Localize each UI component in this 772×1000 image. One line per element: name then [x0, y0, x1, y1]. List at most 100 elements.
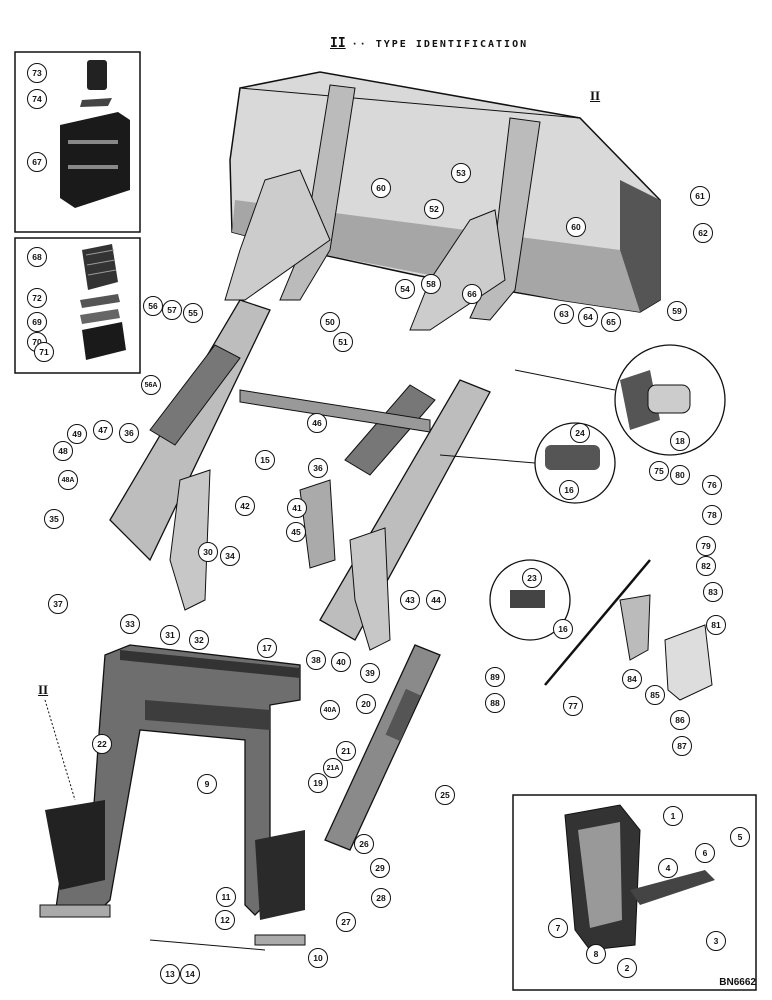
callout-87: 87 [672, 736, 692, 756]
callout-13: 13 [160, 964, 180, 984]
callout-38: 38 [306, 650, 326, 670]
callout-29: 29 [370, 858, 390, 878]
callout-4: 4 [658, 858, 678, 878]
callout-36: 36 [119, 423, 139, 443]
callout-54: 54 [395, 279, 415, 299]
callout-41: 41 [287, 498, 307, 518]
sleeve-part [87, 60, 107, 90]
inset-box-top [14, 51, 141, 233]
callout-50: 50 [320, 312, 340, 332]
callout-62: 62 [693, 223, 713, 243]
callout-3: 3 [706, 931, 726, 951]
callout-30: 30 [198, 542, 218, 562]
section-mark-left: II [38, 682, 49, 697]
callout-5: 5 [730, 827, 750, 847]
callout-43: 43 [400, 590, 420, 610]
callout-89: 89 [485, 667, 505, 687]
tank-part [60, 112, 130, 208]
tilt-cylinder-right [344, 384, 436, 476]
callout-60: 60 [371, 178, 391, 198]
callout-66: 66 [462, 284, 482, 304]
callout-26: 26 [354, 834, 374, 854]
callout-23: 23 [522, 568, 542, 588]
control-guard [664, 624, 713, 701]
callout-68: 68 [27, 247, 47, 267]
callout-7: 7 [548, 918, 568, 938]
callout-63: 63 [554, 304, 574, 324]
callout-31: 31 [160, 625, 180, 645]
callout-36: 36 [308, 458, 328, 478]
filter-base [82, 322, 126, 360]
callout-39: 39 [360, 663, 380, 683]
callout-24: 24 [570, 423, 590, 443]
callout-6: 6 [695, 843, 715, 863]
callout-60: 60 [566, 217, 586, 237]
callout-80: 80 [670, 465, 690, 485]
callout-55: 55 [183, 303, 203, 323]
seat-bracket [630, 870, 715, 905]
callout-32: 32 [189, 630, 209, 650]
mounting-bracket-right [255, 830, 305, 920]
callout-73: 73 [27, 63, 47, 83]
control-rod [544, 559, 651, 686]
callout-81: 81 [706, 615, 726, 635]
callout-33: 33 [120, 614, 140, 634]
tilt-cylinder-left [149, 344, 241, 446]
callout-47: 47 [93, 420, 113, 440]
callout-65: 65 [601, 312, 621, 332]
callout-88: 88 [485, 693, 505, 713]
callout-40a: 40A [320, 700, 340, 720]
callout-21a: 21A [323, 758, 343, 778]
header-roman: II [330, 36, 346, 51]
callout-1: 1 [663, 806, 683, 826]
plate-part [80, 98, 112, 107]
callout-71: 71 [34, 342, 54, 362]
callout-49: 49 [67, 424, 87, 444]
callout-86: 86 [670, 710, 690, 730]
mounting-bracket-left [45, 800, 105, 890]
callout-77: 77 [563, 696, 583, 716]
callout-28: 28 [371, 888, 391, 908]
callout-83: 83 [703, 582, 723, 602]
callout-20: 20 [356, 694, 376, 714]
callout-21: 21 [336, 741, 356, 761]
callout-84: 84 [622, 669, 642, 689]
callout-59: 59 [667, 301, 687, 321]
callout-58: 58 [421, 274, 441, 294]
callout-22: 22 [92, 734, 112, 754]
callout-64: 64 [578, 307, 598, 327]
callout-61: 61 [690, 186, 710, 206]
callout-67: 67 [27, 152, 47, 172]
callout-72: 72 [27, 288, 47, 308]
callout-56a: 56A [141, 375, 161, 395]
callout-78: 78 [702, 505, 722, 525]
callout-75: 75 [649, 461, 669, 481]
callout-74: 74 [27, 89, 47, 109]
header-title: II ·· TYPE IDENTIFICATION [330, 36, 528, 51]
callout-51: 51 [333, 332, 353, 352]
callout-2: 2 [617, 958, 637, 978]
callout-53: 53 [451, 163, 471, 183]
callout-40: 40 [331, 652, 351, 672]
callout-48: 48 [53, 441, 73, 461]
callout-8: 8 [586, 944, 606, 964]
callout-46: 46 [307, 413, 327, 433]
callout-9: 9 [197, 774, 217, 794]
callout-37: 37 [48, 594, 68, 614]
callout-56: 56 [143, 296, 163, 316]
drawing-code: BN6662 [719, 977, 756, 988]
callout-12: 12 [215, 910, 235, 930]
callout-11: 11 [216, 887, 236, 907]
callout-48a: 48A [58, 470, 78, 490]
callout-52: 52 [424, 199, 444, 219]
callout-57: 57 [162, 300, 182, 320]
callout-19: 19 [308, 773, 328, 793]
callout-85: 85 [645, 685, 665, 705]
callout-27: 27 [336, 912, 356, 932]
header-text: ·· TYPE IDENTIFICATION [351, 39, 529, 50]
control-bracket [619, 594, 651, 661]
section-mark-top: II [590, 88, 601, 103]
callout-69: 69 [27, 312, 47, 332]
